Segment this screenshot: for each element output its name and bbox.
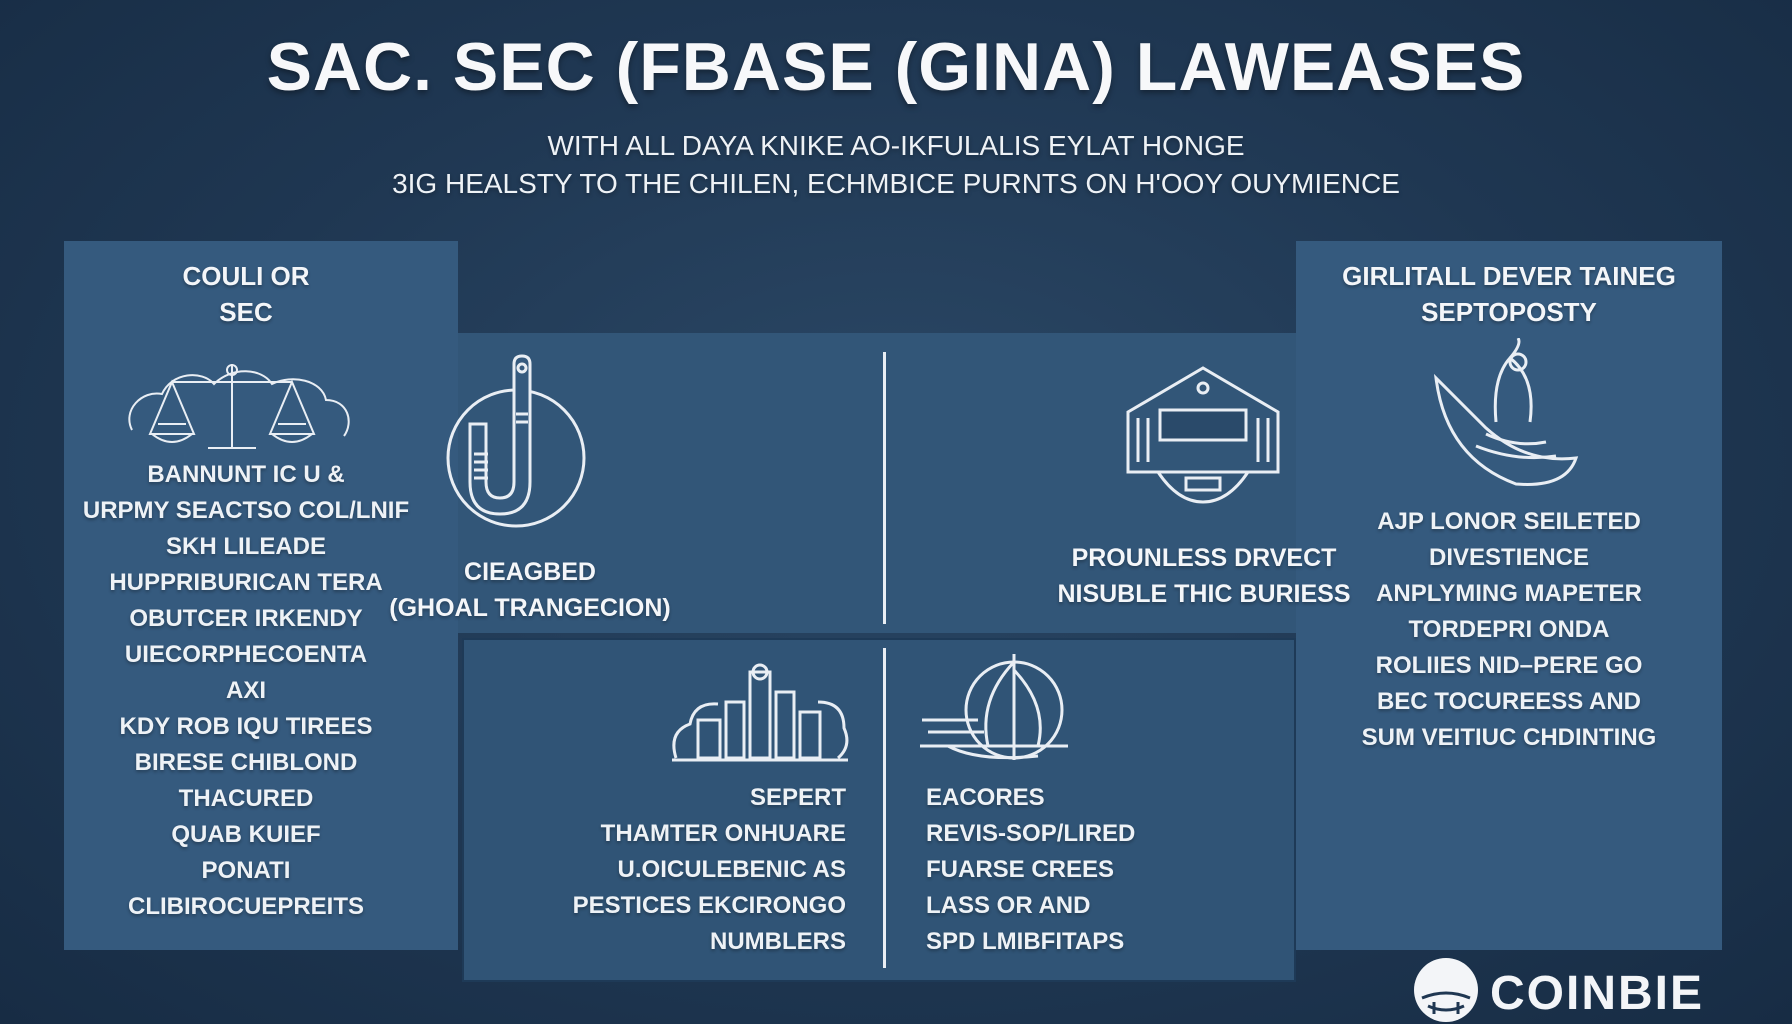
left-heading-line-2: SEC: [219, 297, 273, 327]
list-item: QUAB KUIEF: [171, 821, 321, 848]
list-item: URPMY SEACTSO COL/LNIF: [82, 497, 410, 524]
right-panel-heading: GIRLITALL DEVER TAINEG SEPTOPOSTY: [1296, 258, 1722, 330]
coin-logo-icon: [1414, 958, 1478, 1022]
list-item: DIVESTIENCE: [1428, 544, 1590, 571]
list-item: OBUTCER IRKENDY: [129, 605, 363, 632]
list-item: AXI: [225, 677, 266, 704]
list-item: SKH LILEADE: [165, 533, 326, 560]
bottom-right-list: EACORES REVIS-SOP/LIRED FUARSE CREES LAS…: [926, 780, 1226, 960]
list-item: KDY ROB IQU TIREES: [119, 713, 373, 740]
list-item: BANNUNT IC U &: [147, 461, 345, 488]
city-skyline-icon: [668, 662, 852, 768]
left-heading-line-1: COULI OR: [182, 261, 310, 291]
left-panel: [64, 241, 458, 950]
top-middle-panel: [458, 333, 1296, 633]
list-item: PONATI: [201, 857, 291, 884]
page-title: SAC. SEC (FBASE (GINA) LAWEASES: [266, 29, 1526, 105]
list-item: REVIS-SOP/LIRED: [926, 820, 1136, 847]
list-item: THAMTER ONHUARE: [600, 820, 846, 847]
right-heading-line-1: GIRLITALL DEVER TAINEG: [1342, 261, 1676, 291]
top-right-label-line-1: PROUNLESS DRVECT: [1071, 544, 1337, 572]
bottom-left-list: SEPERT THAMTER ONHUARE U.OICULEBENIC AS …: [500, 780, 846, 960]
list-item: SEPERT: [749, 784, 846, 811]
list-item: FUARSE CREES: [926, 856, 1115, 883]
right-panel-list: AJP LONOR SEILETED DIVESTIENCE ANPLYMING…: [1296, 504, 1722, 756]
list-item: PESTICES EKCIRONGO: [572, 892, 846, 919]
list-item: UIECORPHECOENTA: [124, 641, 368, 668]
bottom-divider: [883, 648, 886, 968]
list-item: BEC TOCUREESS AND: [1376, 688, 1642, 715]
top-middle-label-line-2: (GHOAL TRANGECION): [389, 594, 671, 622]
subtitle-line-2: 3IG HEALSTY TO THE CHILEN, ECHMBICE PURN…: [392, 168, 1400, 199]
list-item: ANPLYMING MAPETER: [1376, 580, 1642, 607]
magnet-icon: [430, 354, 590, 534]
list-item: NUMBLERS: [710, 928, 846, 955]
left-panel-heading: COULI OR SEC: [64, 258, 428, 330]
sailboat-icon: [918, 650, 1078, 766]
list-item: SUM VEITIUC CHDINTING: [1361, 724, 1657, 751]
top-right-label-line-2: NISUBLE THIC BURIESS: [1057, 580, 1351, 608]
bottom-panel: [462, 638, 1296, 982]
list-item: ROLIIES NID–PERE GO: [1375, 652, 1643, 679]
list-item: THACURED: [178, 785, 314, 812]
scales-of-justice-icon: [122, 360, 358, 456]
list-item: SPD LMIBFITAPS: [926, 928, 1125, 955]
list-item: CLIBIROCUEPREITS: [127, 893, 364, 920]
boat-figure-icon: [1426, 338, 1586, 498]
top-middle-label: CIEAGBED (GHOAL TRANGECION): [380, 554, 680, 626]
list-item: HUPPRIBURICAN TERA: [109, 569, 383, 596]
list-item: U.OICULEBENIC AS: [617, 856, 846, 883]
right-heading-line-2: SEPTOPOSTY: [1421, 297, 1597, 327]
top-right-label: PROUNLESS DRVECT NISUBLE THIC BURIESS: [1036, 540, 1372, 612]
logo-text: COINBIE: [1490, 967, 1705, 1020]
list-item: EACORES: [926, 784, 1045, 811]
list-item: AJP LONOR SEILETED: [1377, 508, 1641, 535]
building-icon: [1118, 362, 1288, 512]
top-divider: [883, 352, 886, 624]
list-item: TORDEPRI ONDA: [1408, 616, 1610, 643]
left-panel-list: BANNUNT IC U & URPMY SEACTSO COL/LNIF SK…: [64, 457, 428, 925]
top-middle-label-line-1: CIEAGBED: [464, 558, 596, 586]
list-item: LASS OR AND: [926, 892, 1091, 919]
list-item: BIRESE CHIBLOND: [134, 749, 358, 776]
subtitle-line-1: WITH ALL DAYA KNIKE AO-IKFULALIS EYLAT H…: [547, 130, 1245, 161]
